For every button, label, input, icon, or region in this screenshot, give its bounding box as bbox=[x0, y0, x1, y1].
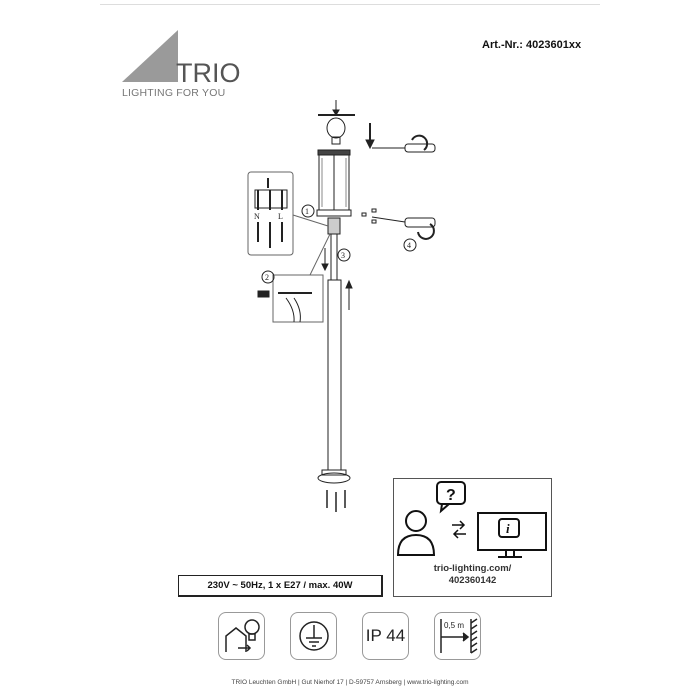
brand-name: TRIO bbox=[176, 58, 241, 88]
footer-address: TRIO Leuchten GmbH | Gut Nierhof 17 | D-… bbox=[231, 679, 469, 686]
pole-base bbox=[317, 469, 351, 484]
screwdriver-icon bbox=[372, 134, 436, 153]
brand-tagline: LIGHTING FOR YOU bbox=[122, 87, 226, 99]
screwdriver-icon-2 bbox=[361, 208, 436, 240]
terminal-n: N bbox=[254, 212, 260, 221]
info-url-line2[interactable]: 402360142 bbox=[448, 575, 497, 586]
top-rule bbox=[100, 4, 600, 5]
exchange-arrows-icon bbox=[452, 520, 466, 539]
top-arrow-icon bbox=[332, 100, 340, 116]
cable-inset bbox=[257, 233, 331, 323]
wiring-inset bbox=[247, 171, 329, 256]
indoor-outdoor-bulb-icon bbox=[218, 612, 265, 660]
ip-rating-label: IP 44 bbox=[365, 626, 406, 645]
electrical-spec: 230V ~ 50Hz, 1 x E27 / max. 40W bbox=[178, 575, 383, 597]
person-icon bbox=[396, 510, 436, 556]
step-2-label: 2 bbox=[265, 273, 269, 282]
bulb-icon bbox=[326, 117, 346, 145]
online-info-box: ? i trio-lighting.com/ 402360142 bbox=[393, 478, 552, 597]
info-url-line1[interactable]: trio-lighting.com/ bbox=[433, 563, 512, 574]
svg-text:?: ? bbox=[446, 487, 456, 504]
up-arrow-icon bbox=[345, 279, 353, 310]
min-distance-label: 0,5 m bbox=[444, 621, 464, 630]
min-distance-icon: 0,5 m bbox=[434, 612, 481, 660]
step-4-label: 4 bbox=[407, 241, 411, 250]
down-arrow-small-icon bbox=[321, 248, 329, 272]
step-3-label: 3 bbox=[341, 251, 345, 260]
terminal-l: L bbox=[278, 212, 283, 221]
question-bubble-icon: ? bbox=[436, 481, 466, 514]
monitor-info-icon: i bbox=[477, 512, 547, 558]
lantern-head bbox=[316, 149, 352, 217]
assembly-diagram: N L 1 2 3 4 bbox=[247, 100, 436, 512]
article-number: Art.-Nr.: 4023601xx bbox=[482, 39, 582, 51]
trio-logo-triangle bbox=[122, 30, 178, 82]
svg-text:i: i bbox=[506, 521, 510, 536]
anchor-screws-icon bbox=[326, 490, 346, 512]
connector-block bbox=[327, 217, 341, 235]
protective-earth-icon bbox=[290, 612, 337, 660]
step-1-label: 1 bbox=[305, 207, 309, 216]
pole bbox=[327, 234, 342, 471]
ip-rating-icon: IP 44 bbox=[362, 612, 409, 660]
down-arrow-icon bbox=[365, 123, 375, 150]
